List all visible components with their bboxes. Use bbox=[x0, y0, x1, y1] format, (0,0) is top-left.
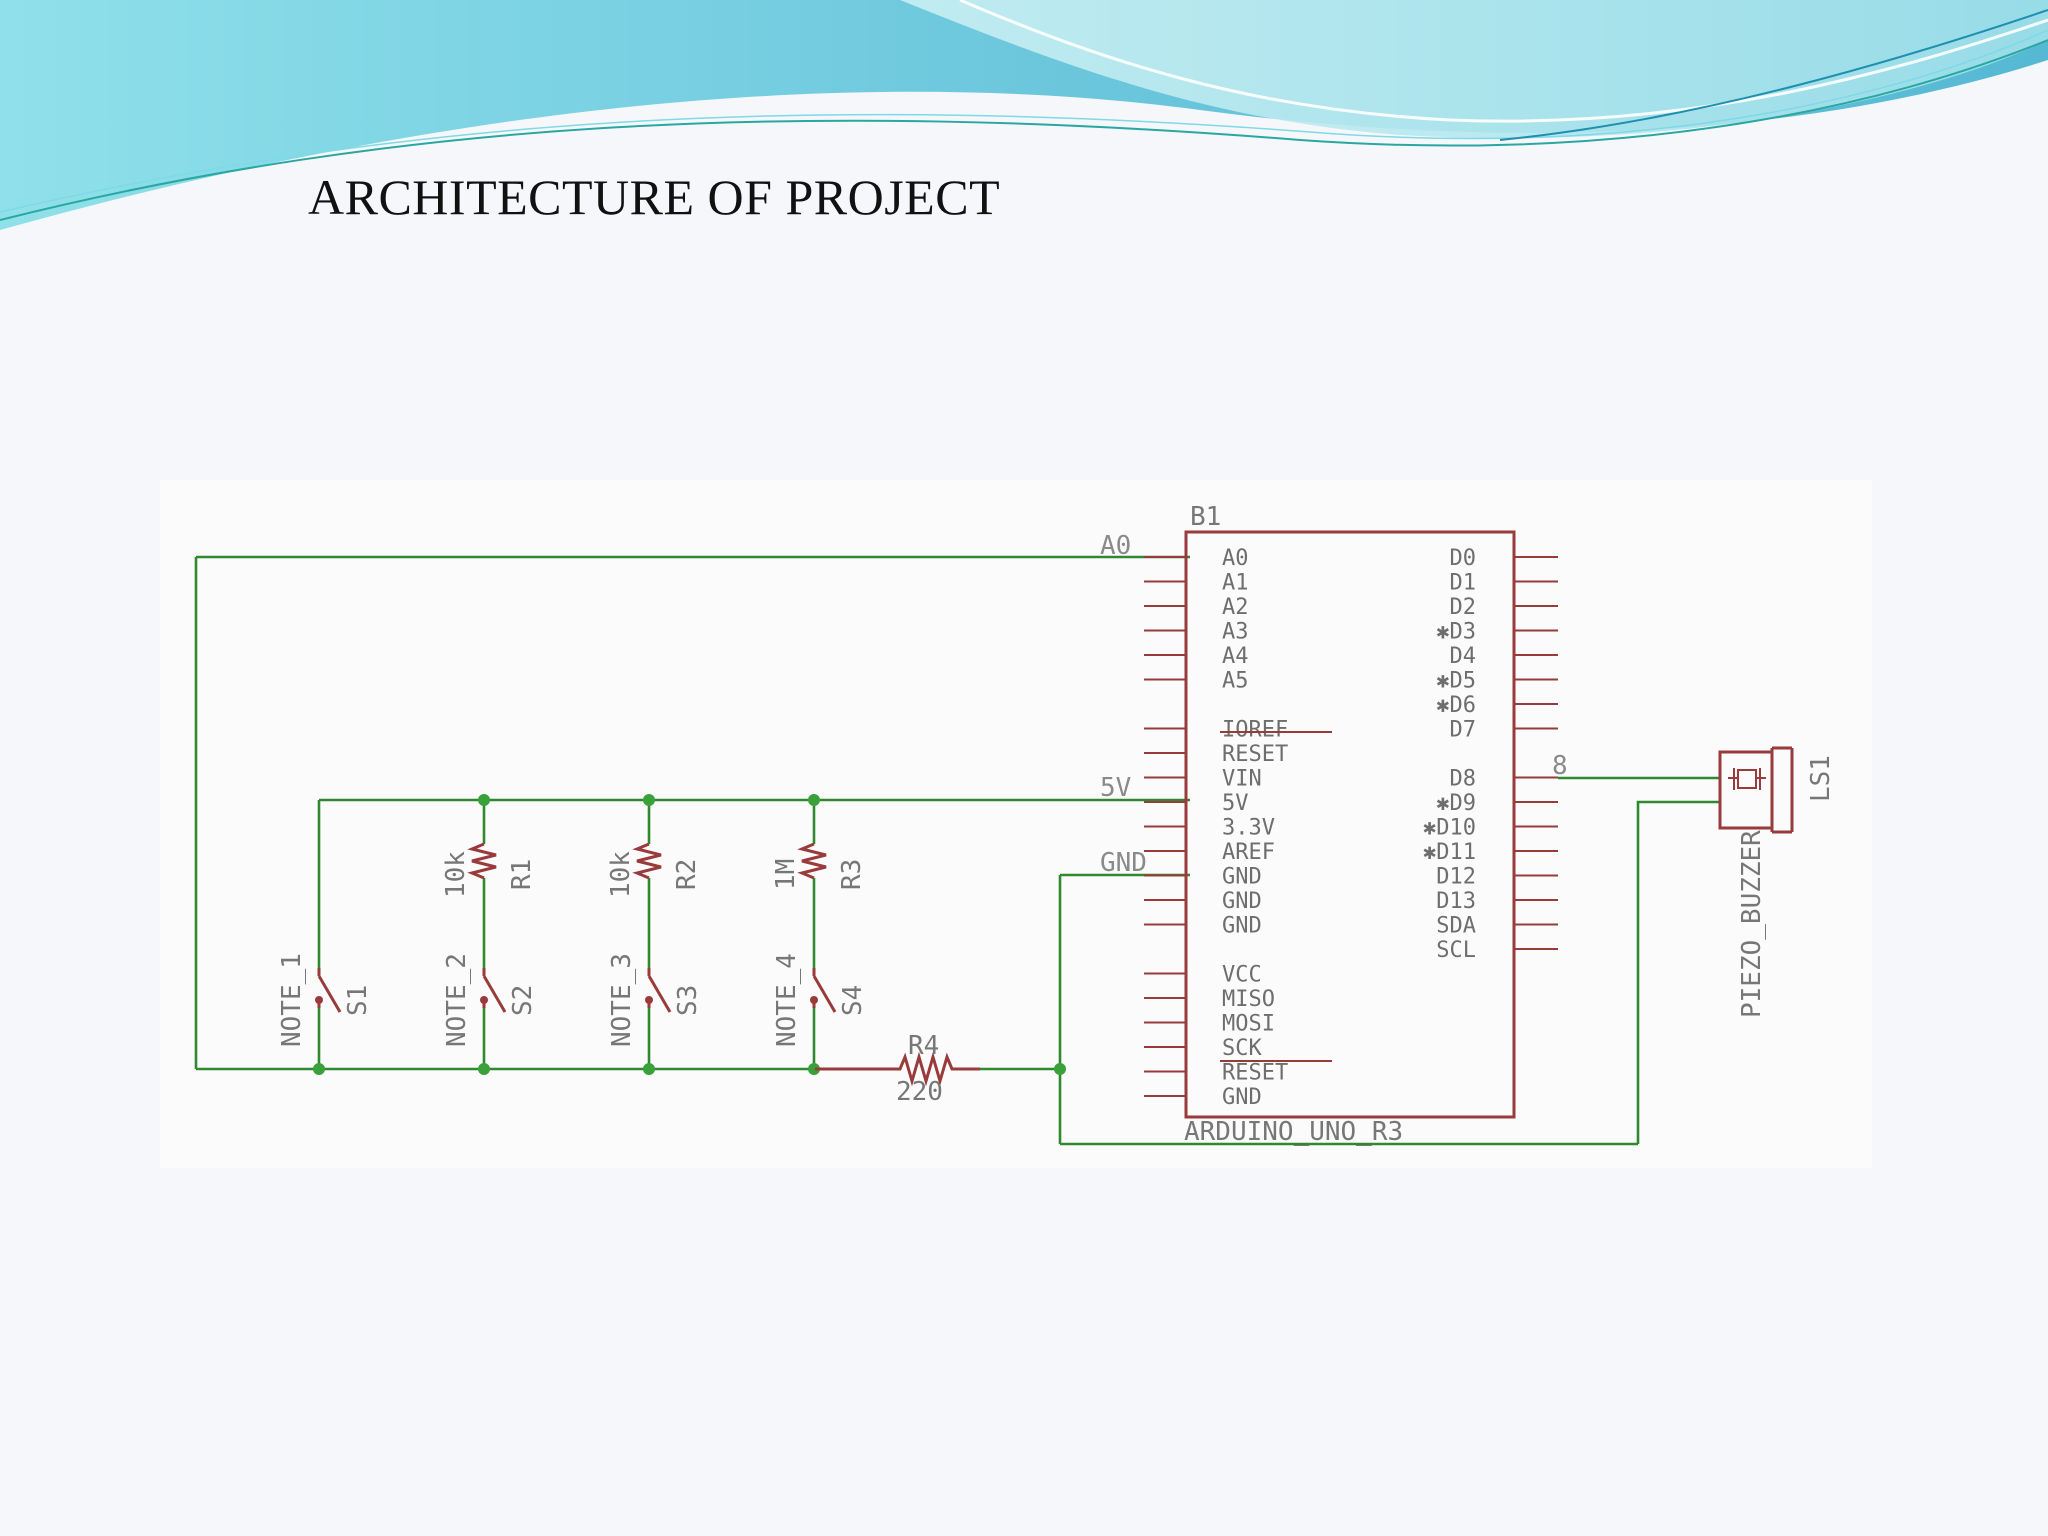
arduino-pin-label: 5V bbox=[1222, 791, 1249, 816]
resistor-ref: R4 bbox=[908, 1031, 939, 1061]
circuit-schematic: A0A1A2A3A4A5IOREFRESETVIN5V3.3VAREFGNDGN… bbox=[194, 502, 1836, 1147]
arduino-pin-label: ✱D3 bbox=[1436, 620, 1476, 645]
buzzer-body bbox=[1718, 750, 1774, 830]
switch-s4: NOTE_4 S4 bbox=[772, 953, 868, 1047]
junction-dot bbox=[1054, 1063, 1066, 1075]
arduino-pin-label: VCC bbox=[1222, 963, 1262, 988]
junction-dot bbox=[478, 794, 490, 806]
junction-dot bbox=[808, 1063, 820, 1075]
switch-name: NOTE_3 bbox=[607, 953, 637, 1047]
arduino-pin-label: D2 bbox=[1450, 595, 1477, 620]
arduino-pin-label: A5 bbox=[1222, 669, 1249, 694]
net-label-gnd: GND bbox=[1100, 848, 1147, 878]
junction-dot bbox=[808, 794, 820, 806]
resistor-r4: R4 220 bbox=[815, 1031, 980, 1107]
arduino-pin-label: ✱D5 bbox=[1436, 669, 1476, 694]
switch-ref: S2 bbox=[508, 985, 538, 1016]
arduino-pin-label: MOSI bbox=[1222, 1012, 1275, 1037]
switch-name: NOTE_1 bbox=[277, 953, 307, 1047]
switch-s2: NOTE_2 S2 bbox=[442, 953, 538, 1047]
resistor-value: 220 bbox=[896, 1077, 943, 1107]
arduino-pin-label: A1 bbox=[1222, 571, 1249, 596]
arduino-pin-label: GND bbox=[1222, 914, 1262, 939]
switch-ref: S1 bbox=[343, 985, 373, 1016]
wires bbox=[194, 555, 1720, 1146]
board-ref-label: B1 bbox=[1190, 502, 1221, 532]
left-pin-labels: A0A1A2A3A4A5IOREFRESETVIN5V3.3VAREFGNDGN… bbox=[1222, 546, 1288, 1110]
buzzer-ref: LS1 bbox=[1806, 755, 1836, 802]
right-pin-labels: D0D1D2✱D3D4✱D5✱D6D7D8✱D9✱D10✱D11D12D13SD… bbox=[1423, 546, 1476, 963]
resistor-r3: 1M R3 bbox=[771, 842, 867, 890]
arduino-pin-label: RESET bbox=[1222, 742, 1288, 767]
board-value-label: ARDUINO_UNO_R3 bbox=[1184, 1117, 1403, 1147]
net-label-a0: A0 bbox=[1100, 531, 1131, 561]
arduino-pin-label: AREF bbox=[1222, 840, 1275, 865]
arduino-pin-label: VIN bbox=[1222, 767, 1262, 792]
arduino-pin-label: D7 bbox=[1450, 718, 1477, 743]
switch-name: NOTE_2 bbox=[442, 953, 472, 1047]
switch-ref: S4 bbox=[838, 985, 868, 1016]
slide-title: ARCHITECTURE OF PROJECT bbox=[308, 169, 1001, 225]
arduino-pin-label: D13 bbox=[1436, 889, 1476, 914]
arduino-pin-label: A3 bbox=[1222, 620, 1249, 645]
arduino-pin-label: SCK bbox=[1222, 1036, 1262, 1061]
arduino-pin-label: A0 bbox=[1222, 546, 1249, 571]
resistor-value: 10k bbox=[606, 851, 636, 898]
arduino-pin-label: 3.3V bbox=[1222, 816, 1275, 841]
arduino-pin-label: D12 bbox=[1436, 865, 1476, 890]
net-label-d8: 8 bbox=[1552, 751, 1568, 781]
junctions bbox=[313, 794, 1066, 1075]
switch-s3: NOTE_3 S3 bbox=[607, 953, 703, 1047]
decorative-wave-banner bbox=[0, 0, 2048, 230]
resistor-ref: R2 bbox=[672, 859, 702, 890]
arduino-pin-label: ✱D6 bbox=[1436, 693, 1476, 718]
arduino-pin-label: ✱D9 bbox=[1436, 791, 1476, 816]
buzzer-value: PIEZO_BUZZER bbox=[1737, 830, 1767, 1018]
junction-dot bbox=[478, 1063, 490, 1075]
arduino-pin-label: D0 bbox=[1450, 546, 1477, 571]
arduino-pin-label: A2 bbox=[1222, 595, 1249, 620]
arduino-pin-label: MISO bbox=[1222, 987, 1275, 1012]
arduino-pin-label: SCL bbox=[1436, 938, 1476, 963]
switch-ref: S3 bbox=[673, 985, 703, 1016]
left-pin-lines bbox=[1144, 556, 1186, 1097]
arduino-pin-label: RESET bbox=[1222, 1061, 1288, 1086]
arduino-pin-label: GND bbox=[1222, 1085, 1262, 1110]
arduino-pin-label: A4 bbox=[1222, 644, 1249, 669]
resistor-r1: 10k R1 bbox=[441, 842, 537, 898]
arduino-board: A0A1A2A3A4A5IOREFRESETVIN5V3.3VAREFGNDGN… bbox=[1144, 502, 1558, 1147]
resistor-value: 1M bbox=[771, 859, 801, 890]
arduino-pin-label: SDA bbox=[1436, 914, 1476, 939]
junction-dot bbox=[643, 794, 655, 806]
junction-dot bbox=[313, 1063, 325, 1075]
arduino-pin-label: GND bbox=[1222, 865, 1262, 890]
arduino-pin-label: D1 bbox=[1450, 571, 1477, 596]
wire-buzzer-gnd bbox=[1636, 800, 1720, 1144]
piezo-buzzer: LS1 PIEZO_BUZZER bbox=[1718, 746, 1836, 1018]
junction-dot bbox=[643, 1063, 655, 1075]
arduino-body bbox=[1184, 530, 1516, 1119]
arduino-pin-label: D4 bbox=[1450, 644, 1477, 669]
arduino-pin-label: ✱D11 bbox=[1423, 840, 1476, 865]
switch-name: NOTE_4 bbox=[772, 953, 802, 1047]
right-pin-lines bbox=[1514, 556, 1558, 950]
net-label-5v: 5V bbox=[1100, 773, 1131, 803]
resistor-r2: 10k R2 bbox=[606, 842, 702, 898]
arduino-pin-label: GND bbox=[1222, 889, 1262, 914]
arduino-pin-label: ✱D10 bbox=[1423, 816, 1476, 841]
arduino-pin-label: D8 bbox=[1450, 767, 1477, 792]
arduino-pin-label: IOREF bbox=[1222, 718, 1288, 743]
resistor-ref: R1 bbox=[507, 859, 537, 890]
resistor-value: 10k bbox=[441, 851, 471, 898]
switch-s1: NOTE_1 S1 bbox=[277, 953, 373, 1047]
resistor-ref: R3 bbox=[837, 859, 867, 890]
